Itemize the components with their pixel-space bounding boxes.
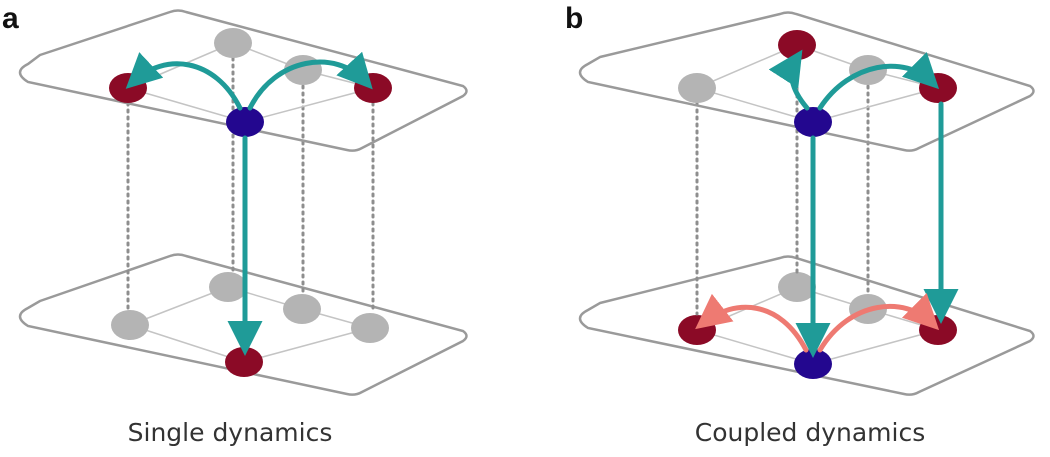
node-source bbox=[794, 107, 832, 137]
lower-layer-plane bbox=[18, 253, 468, 396]
panel-letter-a: a bbox=[2, 2, 19, 35]
arrow-upper-right bbox=[817, 51, 940, 111]
node-gray bbox=[351, 313, 389, 343]
upper-layer-plane bbox=[578, 11, 1035, 152]
interlayer-links bbox=[695, 58, 870, 316]
arrow-upper-up bbox=[768, 49, 810, 111]
node-gray bbox=[778, 272, 816, 302]
arrow-lower-right bbox=[817, 292, 940, 353]
caption-single-dynamics: Single dynamics bbox=[127, 418, 333, 447]
node-gray bbox=[214, 28, 252, 58]
caption-coupled-dynamics: Coupled dynamics bbox=[694, 418, 926, 447]
node-gray bbox=[209, 272, 247, 302]
spreading-arrows bbox=[125, 51, 373, 356]
node-infected bbox=[778, 30, 816, 60]
panel-a bbox=[18, 9, 468, 396]
arrow-upper-left bbox=[125, 52, 243, 111]
spreading-arrows bbox=[695, 49, 959, 358]
arrow-upper-right bbox=[247, 51, 373, 111]
arrow-lower-left bbox=[695, 293, 809, 353]
node-source bbox=[794, 349, 832, 379]
node-gray bbox=[283, 294, 321, 324]
upper-layer-plane bbox=[18, 9, 468, 152]
node-infected bbox=[225, 347, 263, 377]
node-source bbox=[226, 107, 264, 137]
panel-letter-b: b bbox=[565, 2, 584, 35]
node-gray bbox=[678, 73, 716, 103]
lower-layer-plane bbox=[578, 255, 1035, 396]
panel-b bbox=[578, 11, 1035, 396]
node-gray bbox=[111, 310, 149, 340]
